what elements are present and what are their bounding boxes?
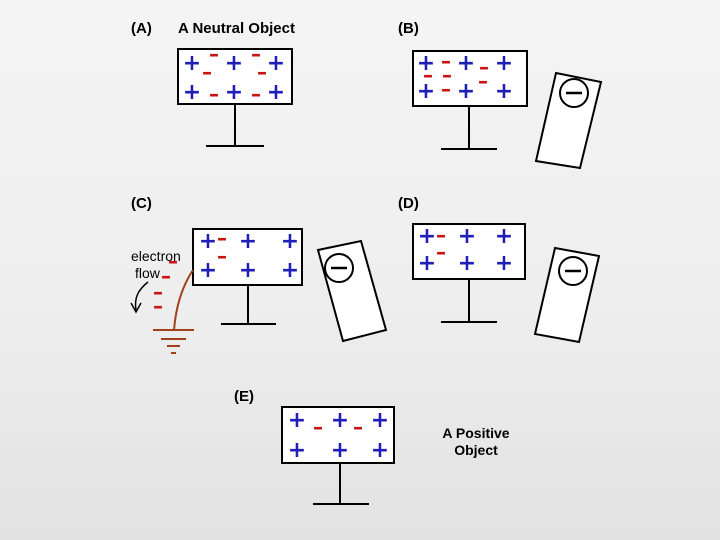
rod-outline [316, 239, 388, 343]
negative-charge: – [257, 60, 267, 84]
negative-charge: – [251, 42, 261, 66]
negative-charge: – [251, 82, 261, 106]
positive-charge: + [418, 224, 436, 249]
charges-c-flow: –––– [153, 249, 178, 318]
positive-charge: + [495, 251, 513, 276]
positive-charge: + [331, 408, 349, 433]
positive-object-caption-line1: A Positive [442, 425, 509, 441]
negative-charge: – [209, 82, 219, 106]
negative-charge: – [153, 294, 163, 318]
charges-c: +–+++–++ [199, 226, 299, 283]
panel-a: (A) A Neutral Object +–+–+––+–+–+ [131, 20, 295, 147]
positive-charge: + [495, 79, 513, 104]
charges-d: +–+++–++ [418, 223, 513, 276]
panel-d-label: (D) [398, 195, 419, 212]
panel-c-label: (C) [131, 195, 152, 212]
charged-rod-c [316, 239, 388, 343]
panel-e: (E) +++––+++ A Positive Object [234, 388, 510, 505]
negative-charge: – [202, 60, 212, 84]
positive-charge: + [267, 80, 285, 105]
positive-object-box [281, 406, 395, 464]
negative-charge: – [478, 69, 488, 93]
negative-charge: – [209, 42, 219, 66]
positive-charge: + [417, 79, 435, 104]
negative-charge: – [153, 280, 163, 304]
positive-charge: + [183, 51, 201, 76]
negative-charge: – [217, 244, 227, 268]
positive-charge: + [458, 251, 476, 276]
negative-charge: – [313, 415, 323, 439]
positive-charge: + [239, 258, 257, 283]
ground-wire [173, 269, 194, 331]
negative-charge: – [442, 63, 452, 87]
negative-charge: – [168, 249, 178, 273]
charges-e: +++––+++ [288, 408, 389, 463]
positive-charge: + [417, 51, 435, 76]
positive-charge: + [239, 229, 257, 254]
positive-charge: + [331, 438, 349, 463]
positive-charge: + [371, 408, 389, 433]
curved-arrow-icon [130, 281, 149, 314]
charged-rod-d [533, 246, 601, 344]
negative-charge: – [436, 240, 446, 264]
panel-b-label: (B) [398, 20, 419, 37]
panel-c: (C) +–+++–++ electron flow –––– [130, 195, 388, 354]
positive-charge: + [457, 79, 475, 104]
positive-charge: + [281, 229, 299, 254]
negative-charge: – [441, 49, 451, 73]
positive-charge: + [418, 251, 436, 276]
object-box-c [192, 228, 303, 286]
positive-charge: + [495, 224, 513, 249]
charged-rod-b [534, 71, 603, 170]
negative-charge: – [423, 63, 433, 87]
positive-charge: + [495, 51, 513, 76]
ground-symbol-icon [153, 329, 194, 354]
negative-charge: – [436, 223, 446, 247]
charges-b: +–+–+–––+–++ [417, 49, 513, 104]
panel-d: (D) +–+++–++ [398, 195, 601, 344]
positive-charge: + [288, 438, 306, 463]
positive-charge: + [225, 51, 243, 76]
panel-e-label: (E) [234, 388, 254, 405]
positive-charge: + [288, 408, 306, 433]
positive-charge: + [199, 258, 217, 283]
negative-charge: – [479, 55, 489, 79]
electron-flow-label-line2: flow [135, 265, 161, 281]
positive-charge: + [225, 80, 243, 105]
positive-charge: + [457, 51, 475, 76]
negative-charge: – [441, 77, 451, 101]
positive-charge: + [458, 224, 476, 249]
positive-charge: + [183, 80, 201, 105]
charges-a: +–+–+––+–+–+ [183, 42, 285, 106]
positive-charge: + [281, 258, 299, 283]
electron-flow-label-line1: electron [131, 248, 181, 264]
positive-charge: + [267, 51, 285, 76]
negative-charge: – [353, 415, 363, 439]
panel-b: (B) +–+–+–––+–++ [398, 20, 603, 170]
positive-object-caption-line2: Object [454, 442, 498, 458]
panel-a-label: (A) [131, 20, 152, 37]
neutral-object-box [177, 48, 293, 105]
panel-a-title: A Neutral Object [178, 20, 295, 37]
negative-charge: – [161, 264, 171, 288]
negative-charge: – [217, 226, 227, 250]
positive-charge: + [199, 229, 217, 254]
positive-charge: + [371, 438, 389, 463]
